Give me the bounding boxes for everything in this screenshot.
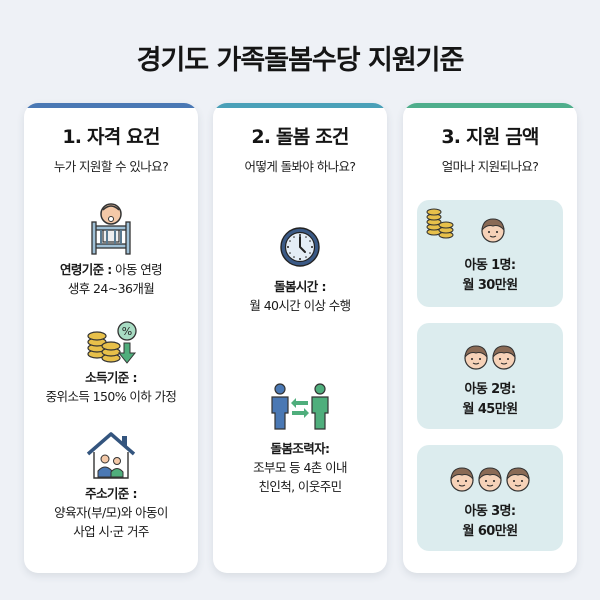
card-accent-bar (213, 103, 387, 108)
address-criterion: 주소기준 : 양육자(부/모)와 아동이 사업 시·군 거주 (24, 430, 198, 541)
baby-crib-icon (24, 200, 198, 256)
amount-value: 월 60만원 (462, 524, 519, 539)
child-face-icon (449, 466, 475, 492)
card-accent-bar (403, 103, 577, 108)
amount-value: 월 45만원 (462, 402, 519, 417)
address-label: 주소기준 : (85, 486, 137, 501)
card-heading: 3. 지원 금액 (441, 126, 539, 148)
clock-icon (213, 225, 387, 269)
income-label: 소득기준 : (85, 370, 137, 385)
amount-label: 아동 3명: (464, 504, 516, 519)
svg-text:%: % (122, 325, 132, 338)
amount-label: 아동 1명: (464, 258, 516, 273)
amount-two-children: 아동 2명: 월 45만원 (417, 323, 563, 429)
amount-value: 월 30만원 (462, 278, 519, 293)
child-face-icon (477, 466, 503, 492)
child-face-icon (505, 466, 531, 492)
page-title: 경기도 가족돌봄수당 지원기준 (136, 45, 465, 76)
card-subheading: 어떻게 돌봐야 하나요? (244, 159, 356, 174)
card-accent-bar (24, 103, 198, 108)
age-label: 연령기준 : (59, 262, 112, 277)
care-helper-criterion: 돌봄조력자: 조부모 등 4촌 이내 친인척, 이웃주민 (213, 383, 387, 496)
income-value: 중위소득 150% 이하 가정 (45, 389, 177, 404)
care-helper-value-line2: 친인척, 이웃주민 (258, 479, 342, 494)
coins-icon (425, 208, 455, 240)
age-criterion: 연령기준 : 아동 연령 생후 24~36개월 (24, 200, 198, 298)
coins-percent-down-icon: % (24, 320, 198, 366)
care-helper-value-line1: 조부모 등 4촌 이내 (253, 460, 347, 475)
card-subheading: 얼마나 지원되나요? (441, 159, 539, 174)
amount-label: 아동 2명: (464, 382, 516, 397)
care-time-criterion: 돌봄시간 : 월 40시간 이상 수행 (213, 225, 387, 315)
two-people-exchange-icon (213, 383, 387, 431)
card-heading: 1. 자격 요건 (62, 126, 160, 148)
care-time-value: 월 40시간 이상 수행 (249, 298, 351, 313)
income-criterion: % 소득기준 : 중위소득 150% 이하 가정 (24, 320, 198, 406)
card-support-amount: 3. 지원 금액 얼마나 지원되나요? 아동 1명: 월 30만원 (403, 103, 577, 573)
amount-one-child: 아동 1명: 월 30만원 (417, 200, 563, 307)
age-value: 생후 24~36개월 (67, 281, 155, 296)
card-heading: 2. 돌봄 조건 (251, 126, 349, 148)
age-label-rest: 아동 연령 (111, 262, 163, 277)
child-face-icon (480, 217, 506, 243)
address-value-line1: 양육자(부/모)와 아동이 (54, 505, 168, 520)
card-care-conditions: 2. 돌봄 조건 어떻게 돌봐야 하나요? 돌봄시간 : 월 40시간 이상 수… (213, 103, 387, 573)
amount-three-children: 아동 3명: 월 60만원 (417, 445, 563, 551)
house-family-icon (24, 430, 198, 480)
card-subheading: 누가 지원할 수 있나요? (53, 159, 169, 174)
card-eligibility: 1. 자격 요건 누가 지원할 수 있나요? 연령기준 : 아동 연령 생후 2… (24, 103, 198, 573)
care-helper-label: 돌봄조력자: (270, 441, 331, 456)
care-time-label: 돌봄시간 : (274, 279, 326, 294)
child-face-icon (491, 344, 517, 370)
child-face-icon (463, 344, 489, 370)
address-value-line2: 사업 시·군 거주 (73, 524, 149, 539)
